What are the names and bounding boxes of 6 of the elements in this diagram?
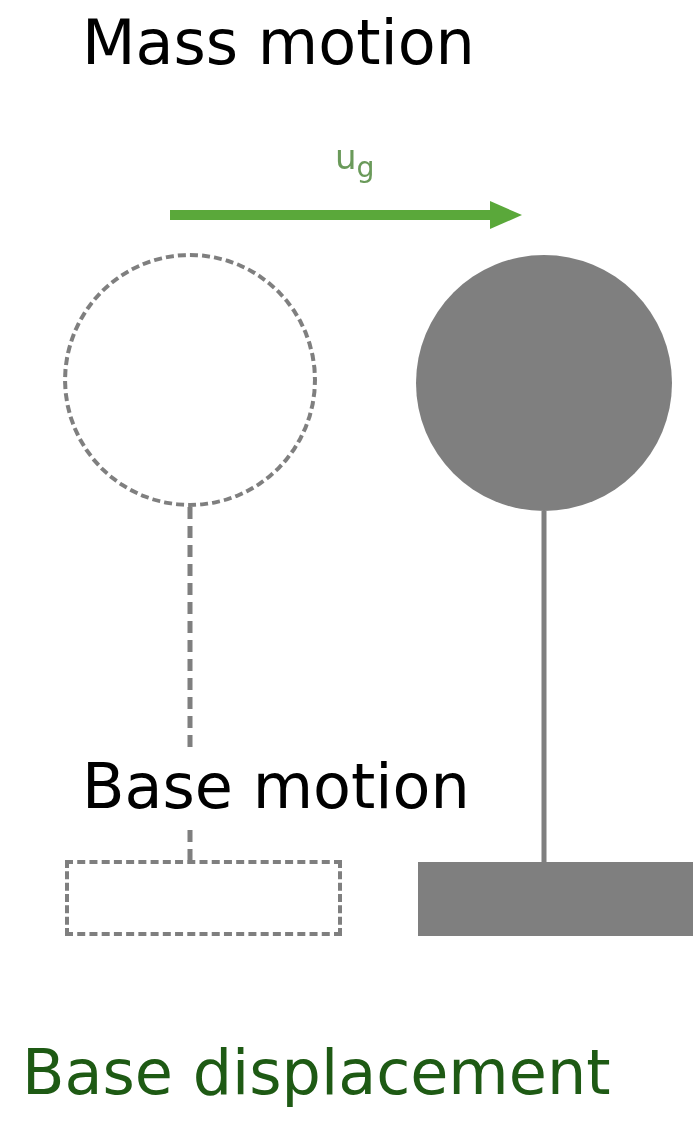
displacement-symbol: u$_{g}$ xyxy=(335,140,375,183)
filled-base-block xyxy=(418,862,693,936)
dashed-base-block xyxy=(65,860,342,936)
label: Mass motion xyxy=(82,12,475,74)
stem-line xyxy=(541,511,547,862)
dashed-mass-circle xyxy=(63,253,317,507)
